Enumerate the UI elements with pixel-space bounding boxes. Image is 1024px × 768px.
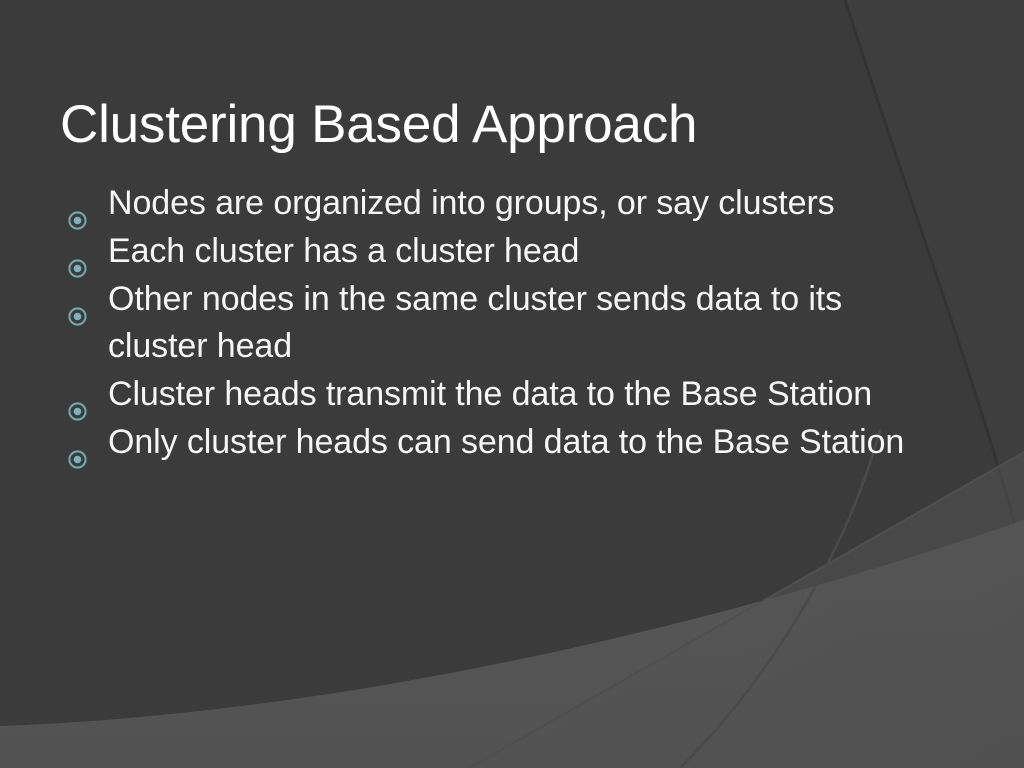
list-item: Nodes are organized into groups, or say … (62, 180, 922, 230)
list-item-label: Each cluster has a cluster head (108, 232, 580, 270)
list-item-label: Other nodes in the same cluster sends da… (108, 280, 843, 365)
ring-dot-bullet-icon (68, 244, 87, 278)
ring-dot-bullet-icon (68, 292, 87, 326)
list-item-label: Cluster heads transmit the data to the B… (108, 375, 873, 413)
ring-dot-bullet-icon (68, 387, 87, 421)
ring-dot-bullet-icon (68, 435, 87, 469)
list-item: Cluster heads transmit the data to the B… (62, 371, 922, 421)
list-item-label: Nodes are organized into groups, or say … (108, 184, 835, 222)
page-title: Clustering Based Approach (60, 94, 698, 154)
list-item: Only cluster heads can send data to the … (62, 419, 922, 469)
list-item: Other nodes in the same cluster sends da… (62, 276, 922, 370)
list-item-label: Only cluster heads can send data to the … (108, 423, 905, 461)
bullet-list: Nodes are organized into groups, or say … (62, 180, 922, 469)
list-item: Each cluster has a cluster head (62, 228, 922, 278)
ring-dot-bullet-icon (68, 196, 87, 230)
